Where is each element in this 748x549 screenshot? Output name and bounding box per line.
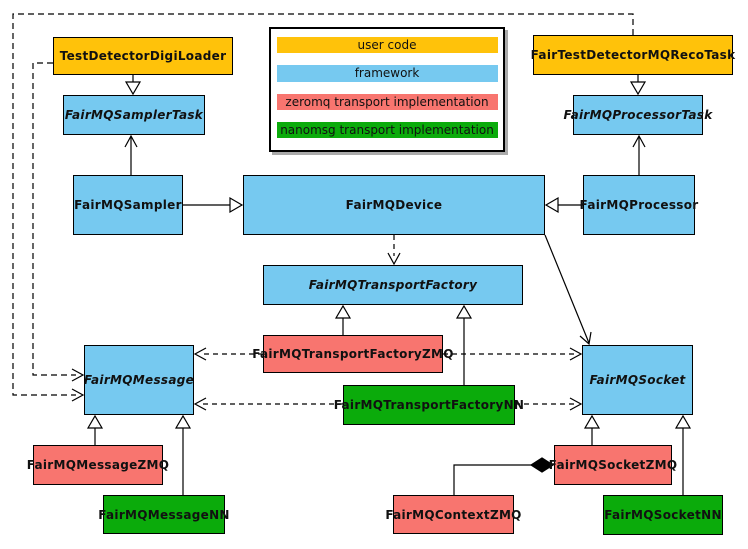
- node-label: FairMQSocketZMQ: [548, 458, 678, 472]
- node-fairmq-sampler-task: FairMQSamplerTask: [63, 95, 205, 135]
- node-label: TestDetectorDigiLoader: [59, 49, 227, 63]
- legend-label: nanomsg transport implementation: [280, 122, 494, 137]
- node-label: FairMQMessageZMQ: [26, 458, 170, 472]
- node-label: FairMQTransportFactoryZMQ: [252, 347, 454, 361]
- edge-assoc-device-socket: [544, 234, 592, 346]
- edge-dep-device-transportfactory: [387, 235, 401, 266]
- edge-dep-tfzmq-socket: [443, 347, 583, 361]
- node-fairmq-transport-factory: FairMQTransportFactory: [263, 265, 523, 305]
- edge-inherit-socketzmq-socket: [583, 414, 601, 445]
- node-fair-test-detector-mq-reco-task: FairTestDetectorMQRecoTask: [530, 35, 736, 75]
- node-test-detector-digi-loader: TestDetectorDigiLoader: [53, 37, 233, 75]
- node-label: FairMQSocketNN: [604, 508, 722, 522]
- legend-label: user code: [357, 38, 417, 53]
- node-fairmq-socket: FairMQSocket: [582, 345, 693, 415]
- legend-swatch-framework: framework: [276, 65, 498, 82]
- node-fairmq-message-nn: FairMQMessageNN: [98, 495, 229, 534]
- edge-dep-tfnn-socket: [515, 397, 583, 411]
- edge-assoc-sampler-samplertask: [124, 134, 138, 175]
- node-label: FairMQSampler: [74, 198, 182, 212]
- edge-assoc-processor-processortask: [632, 134, 646, 175]
- node-fairmq-processor: FairMQProcessor: [580, 175, 698, 235]
- node-label: FairMQMessage: [83, 373, 195, 387]
- node-label: FairMQDevice: [345, 198, 443, 212]
- legend-swatch-nanomsg: nanomsg transport implementation: [276, 121, 498, 138]
- node-label: FairMQProcessorTask: [563, 108, 713, 122]
- legend-swatch-zeromq: zeromq transport implementation: [276, 93, 498, 110]
- edge-inherit-sampler-device: [183, 196, 244, 214]
- edge-dep-tfnn-message: [193, 397, 343, 411]
- node-label: FairTestDetectorMQRecoTask: [530, 48, 736, 62]
- node-label: FairMQProcessor: [579, 198, 699, 212]
- node-label: FairMQMessageNN: [98, 507, 230, 522]
- node-fairmq-context-zmq: FairMQContextZMQ: [385, 495, 521, 534]
- edge-aggr-contextzmq-socketzmq: [453, 457, 555, 495]
- legend-label: zeromq transport implementation: [285, 94, 489, 109]
- node-label: FairMQTransportFactoryNN: [333, 398, 525, 412]
- edge-inherit-messagezmq-message: [86, 414, 104, 445]
- edge-inherit-tfzmq-transportfactory: [334, 304, 352, 335]
- node-fairmq-socket-zmq: FairMQSocketZMQ: [549, 445, 677, 485]
- node-fairmq-transport-factory-nn: FairMQTransportFactoryNN: [334, 385, 524, 425]
- node-fairmq-transport-factory-zmq: FairMQTransportFactoryZMQ: [252, 335, 453, 373]
- edge-inherit-processor-device: [544, 196, 583, 214]
- node-label: FairMQSamplerTask: [64, 108, 204, 122]
- node-fairmq-device: FairMQDevice: [243, 175, 545, 235]
- node-fairmq-processor-task: FairMQProcessorTask: [563, 95, 712, 135]
- edge-inherit-recotask-processortask: [629, 75, 647, 96]
- legend-label: framework: [354, 66, 420, 81]
- node-label: FairMQContextZMQ: [385, 507, 522, 522]
- edge-inherit-socketnn-socket: [674, 414, 692, 495]
- node-fairmq-socket-nn: FairMQSocketNN: [603, 495, 723, 535]
- legend-swatch-user-code: user code: [276, 37, 498, 54]
- edge-inherit-tfnn-transportfactory: [455, 304, 473, 385]
- legend: user code framework zeromq transport imp…: [269, 27, 505, 152]
- edge-inherit-testloader-samplertask: [124, 75, 142, 96]
- edge-inherit-messagenn-message: [174, 414, 192, 495]
- node-label: FairMQSocket: [589, 373, 686, 387]
- node-fairmq-message: FairMQMessage: [84, 345, 194, 415]
- node-fairmq-message-zmq: FairMQMessageZMQ: [27, 445, 169, 485]
- node-label: FairMQTransportFactory: [308, 278, 478, 292]
- node-fairmq-sampler: FairMQSampler: [73, 175, 183, 235]
